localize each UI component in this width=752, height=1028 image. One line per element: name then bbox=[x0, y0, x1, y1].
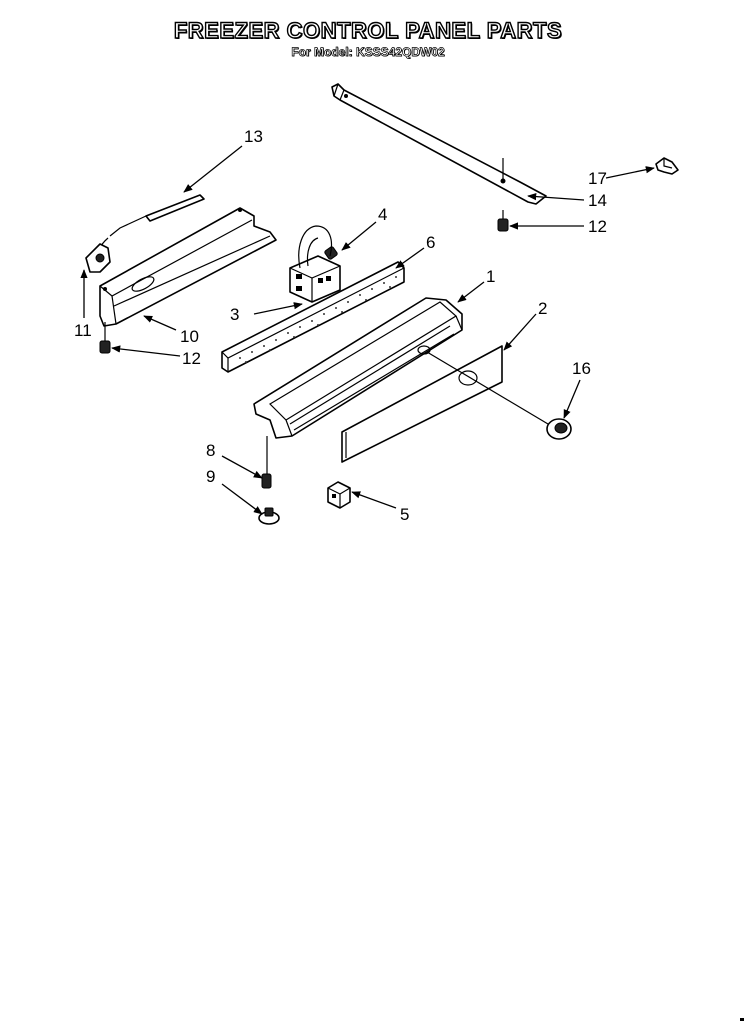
callout-1: 1 bbox=[486, 267, 495, 286]
part-14-bracket bbox=[331, 83, 547, 205]
callout-11: 11 bbox=[74, 321, 92, 340]
callout-10: 10 bbox=[180, 327, 199, 346]
callout-9: 9 bbox=[206, 467, 215, 486]
part-10-channel bbox=[99, 207, 277, 327]
part-17-clip bbox=[655, 157, 679, 175]
callout-labels: 13 4 6 1 2 3 16 17 14 12 11 10 12 8 9 5 bbox=[74, 127, 607, 524]
callout-16: 16 bbox=[572, 359, 591, 378]
callout-17: 17 bbox=[588, 169, 607, 188]
model-subtitle: For Model: KSSS42QDW02 bbox=[291, 45, 445, 60]
callout-12-lower: 12 bbox=[182, 349, 201, 368]
page-title: FREEZER CONTROL PANEL PARTS bbox=[173, 17, 563, 43]
callout-5: 5 bbox=[400, 505, 409, 524]
callout-6: 6 bbox=[426, 233, 435, 252]
callout-2: 2 bbox=[538, 299, 547, 318]
part-5-connector bbox=[327, 481, 351, 509]
callout-3: 3 bbox=[230, 305, 239, 324]
part-12-screw-upper bbox=[497, 210, 509, 232]
part-9-washer bbox=[258, 507, 280, 525]
callout-12-upper: 12 bbox=[588, 217, 607, 236]
part-11-hinge bbox=[85, 243, 111, 273]
part-12-screw-lower bbox=[99, 322, 111, 354]
part-8-screw bbox=[261, 436, 272, 489]
callout-4: 4 bbox=[378, 205, 387, 224]
callout-14: 14 bbox=[588, 191, 607, 210]
part-2-overlay bbox=[341, 345, 503, 463]
callout-8: 8 bbox=[206, 441, 215, 460]
part-1-control-housing bbox=[253, 297, 463, 439]
part-3-control-switch bbox=[289, 225, 341, 303]
part-16-knob bbox=[426, 351, 572, 440]
callout-13: 13 bbox=[244, 127, 263, 146]
leader-lines bbox=[80, 145, 655, 515]
page-edge-mark bbox=[740, 1018, 744, 1021]
